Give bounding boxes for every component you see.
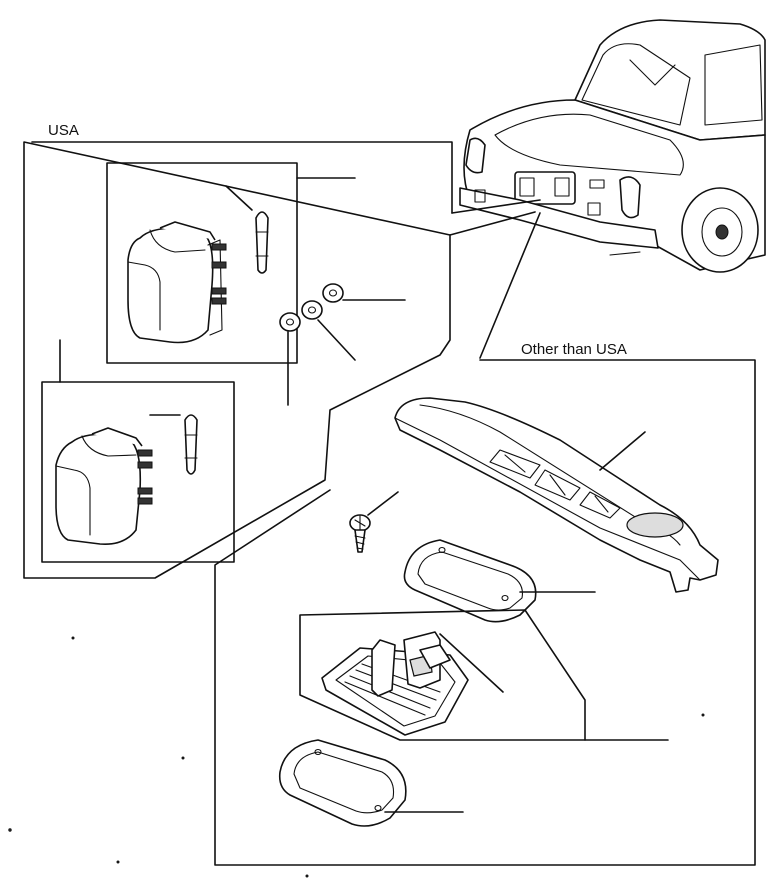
- usa-lamp-lower: [55, 427, 153, 546]
- label-usa: USA: [48, 122, 79, 139]
- usa-washers: [279, 283, 406, 406]
- usa-lamp-box-upper: [106, 162, 298, 364]
- usa-group-outline: [23, 141, 453, 579]
- usa-lamp-upper: [127, 221, 227, 344]
- other-lamp-unit: [321, 631, 504, 736]
- car-leader-other: [449, 211, 536, 236]
- other-group-outline: [214, 359, 756, 866]
- usa-bulb-upper: [225, 185, 269, 274]
- car-rear-view: [459, 19, 766, 273]
- other-gasket-upper: [403, 539, 596, 623]
- car-leader-down: [479, 212, 541, 359]
- label-other-than-usa: Other than USA: [521, 341, 627, 358]
- other-lamp-housing: [394, 397, 719, 593]
- usa-bulb-lower: [149, 414, 198, 475]
- usa-lamp-box-lower: [41, 381, 235, 563]
- car-leader-usa: [451, 199, 541, 214]
- other-gasket-lower: [278, 739, 464, 827]
- other-screw: [349, 491, 399, 553]
- scan-specks: [8, 636, 705, 878]
